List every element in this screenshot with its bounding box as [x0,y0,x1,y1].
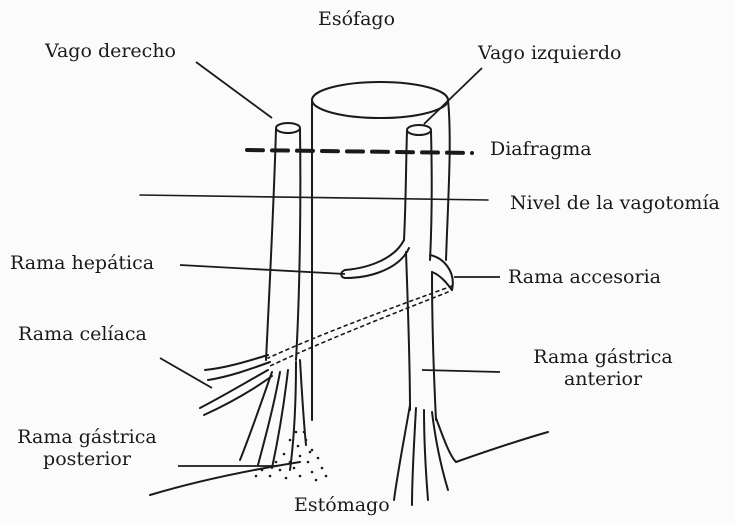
label-rama-gastrica-posterior-line2: posterior [2,448,172,470]
label-rama-accesoria: Rama accesoria [508,266,661,288]
label-vago-izquierdo: Vago izquierdo [478,42,621,64]
label-esofago: Esófago [318,8,395,30]
label-rama-gastrica-anterior: Rama gástrica anterior [528,346,678,390]
vagotomy-level-line [140,195,488,200]
label-rama-gastrica-posterior-line1: Rama gástrica [2,426,172,448]
label-rama-gastrica-anterior-line2: anterior [528,368,678,390]
label-nivel-vagotomia: Nivel de la vagotomía [510,192,720,214]
leader-vago-izquierdo [424,68,482,124]
dotted-connection [268,286,452,366]
label-vago-derecho: Vago derecho [45,40,176,62]
label-diafragma: Diafragma [490,138,592,160]
diaphragm-line [247,150,472,153]
label-rama-celiaca: Rama celíaca [18,323,147,345]
leader-vago-derecho [196,62,272,118]
leader-rama-celiaca [160,358,212,388]
left-vagus-nerve [341,125,456,505]
label-rama-gastrica-anterior-line1: Rama gástrica [528,346,678,368]
label-rama-gastrica-posterior: Rama gástrica posterior [2,426,172,470]
right-vagus-nerve [200,123,306,470]
label-rama-hepatica: Rama hepática [10,252,154,274]
label-estomago: Estómago [294,494,390,516]
stomach-outline [150,432,548,495]
leader-rama-hepatica [180,265,345,274]
